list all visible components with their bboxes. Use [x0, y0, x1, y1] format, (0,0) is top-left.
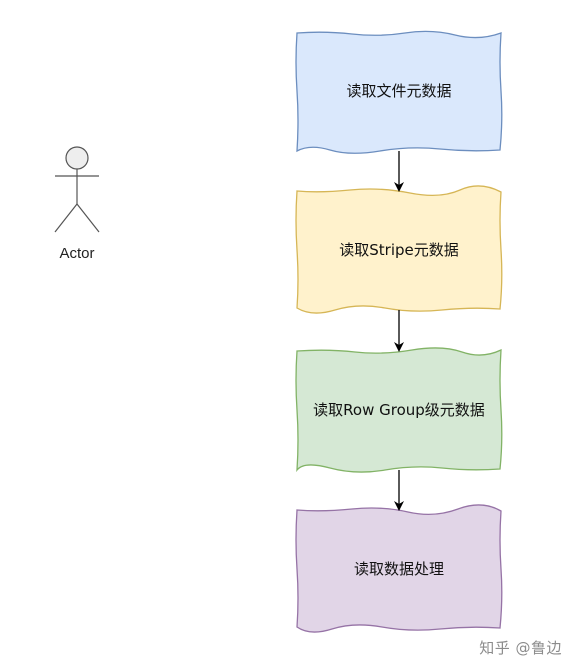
step-box-2[interactable]: 读取Stripe元数据 — [295, 185, 503, 314]
actor-left-leg — [54, 203, 78, 233]
step-box-3[interactable]: 读取Row Group级元数据 — [295, 347, 503, 473]
actor-head — [65, 146, 89, 170]
step-box-1[interactable]: 读取文件元数据 — [295, 30, 503, 154]
step-box-3-shape — [295, 347, 503, 473]
step-box-2-shape — [295, 185, 503, 314]
step-box-1-label: 读取文件元数据 — [346, 82, 451, 100]
step-box-1-shape — [295, 30, 503, 154]
actor-right-leg — [76, 203, 100, 233]
step-box-4-label: 读取数据处理 — [354, 560, 444, 578]
actor-label: Actor — [59, 245, 94, 262]
step-box-4[interactable]: 读取数据处理 — [295, 504, 503, 633]
step-box-4-shape — [295, 504, 503, 633]
watermark: 知乎 @鲁边 — [479, 639, 562, 657]
step-box-2-label: 读取Stripe元数据 — [339, 241, 459, 259]
actor-figure[interactable] — [54, 146, 100, 233]
step-box-3-label: 读取Row Group级元数据 — [313, 401, 485, 419]
